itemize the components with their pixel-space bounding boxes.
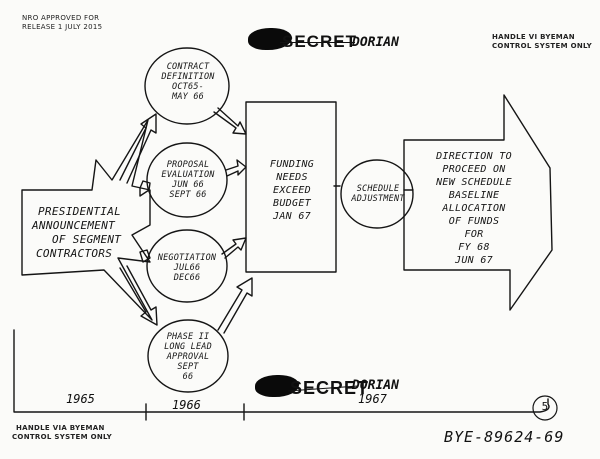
negotiation-line-2: JUL66 xyxy=(173,263,201,273)
contract-line-3: OCT65- xyxy=(172,82,204,92)
direction-arrow xyxy=(403,94,553,311)
direction-line-5: ALLOCATION xyxy=(442,203,506,214)
nro-approval-line2: RELEASE 1 JULY 2015 xyxy=(22,23,103,31)
arrow-negotiation-to-funding xyxy=(221,237,247,259)
negotiation-line-3: DEC66 xyxy=(173,273,201,283)
presidential-label-2: ANNOUNCEMENT xyxy=(32,219,116,232)
phase-ii-circle xyxy=(147,319,229,393)
contract-line-2: DEFINITION xyxy=(161,72,215,82)
phase-line-5: 66 xyxy=(182,372,194,382)
proposal-evaluation-label: PROPOSAL EVALUATION JUN 66 SEPT 66 xyxy=(150,160,226,200)
direction-line-3: NEW SCHEDULE xyxy=(436,177,512,188)
presidential-starburst xyxy=(21,119,153,321)
presidential-label-1: PRESIDENTIAL xyxy=(38,205,122,218)
phase-ii-label: PHASE II LONG LEAD APPROVAL SEPT 66 xyxy=(150,332,226,382)
direction-line-2: PROCEED ON xyxy=(442,164,506,175)
arrow-proposal-to-funding xyxy=(225,159,247,177)
schedule-line-2: ADJUSTMENT xyxy=(351,194,405,204)
codeword-top: DORIAN xyxy=(352,35,399,50)
funding-line-3: EXCEED xyxy=(273,185,311,196)
arrow-to-contract xyxy=(119,113,157,184)
funding-line-1: FUNDING xyxy=(269,159,315,170)
contract-line-4: MAY 66 xyxy=(172,92,204,102)
page-number-circle xyxy=(532,395,558,421)
schedule-line-1: SCHEDULE xyxy=(356,184,400,194)
arrow-phase-to-funding xyxy=(217,277,253,334)
negotiation-label: NEGOTIATION JUL66 DEC66 xyxy=(148,253,226,283)
proposal-line-4: SEPT 66 xyxy=(169,190,207,200)
nro-approval-line1: NRO APPROVED FOR xyxy=(22,14,100,22)
redaction-top xyxy=(248,28,292,50)
contract-definition-circle xyxy=(144,47,230,125)
arrow-to-negotiation xyxy=(139,249,151,263)
presidential-label-4: CONTRACTORS xyxy=(36,247,113,260)
negotiation-circle xyxy=(146,229,228,303)
classification-top-strike xyxy=(280,42,355,43)
funding-line-5: JAN 67 xyxy=(273,211,311,222)
funding-line-4: BUDGET xyxy=(273,198,311,209)
classification-bottom: SECRET xyxy=(290,378,370,398)
funding-box xyxy=(245,101,337,273)
direction-label: DIRECTION TO PROCEED ON NEW SCHEDULE BAS… xyxy=(418,150,530,267)
presidential-label-3: OF SEGMENT xyxy=(52,233,122,246)
year-1966: 1966 xyxy=(172,398,201,412)
year-1965: 1965 xyxy=(66,392,95,406)
schedule-label: SCHEDULE ADJUSTMENT xyxy=(340,184,416,204)
contract-line-1: CONTRACT xyxy=(166,62,210,72)
direction-line-1: DIRECTION TO xyxy=(436,151,512,162)
direction-line-8: FY 68 xyxy=(458,242,490,253)
direction-line-7: FOR xyxy=(464,229,484,240)
direction-line-9: JUN 67 xyxy=(455,255,493,266)
handle-via-header-line1: HANDLE VI BYEMAN xyxy=(492,33,575,41)
codeword-bottom: DORIAN xyxy=(352,378,399,393)
direction-line-6: OF FUNDS xyxy=(448,216,500,227)
handle-via-footer-line2: CONTROL SYSTEM ONLY xyxy=(12,433,113,441)
phase-line-2: LONG LEAD xyxy=(164,342,212,352)
arrow-contract-to-funding xyxy=(213,107,247,135)
arrow-to-proposal xyxy=(139,180,151,197)
timeline-line xyxy=(13,329,550,413)
document-id: BYE-89624-69 xyxy=(444,428,565,446)
direction-line-4: BASELINE xyxy=(448,190,500,201)
proposal-evaluation-circle xyxy=(146,142,228,218)
proposal-line-3: JUN 66 xyxy=(172,180,204,190)
arrow-to-phase xyxy=(119,265,158,326)
handle-via-footer-line1: HANDLE VIA BYEMAN xyxy=(16,424,105,432)
handle-via-header-line2: CONTROL SYSTEM ONLY xyxy=(492,42,593,50)
redaction-bottom xyxy=(255,375,299,397)
classification-top: SECRET xyxy=(282,32,357,51)
phase-line-3: APPROVAL xyxy=(166,352,210,362)
phase-line-1: PHASE II xyxy=(166,332,210,342)
page-number: 5 xyxy=(541,400,549,413)
year-1967: 1967 xyxy=(358,392,387,406)
proposal-line-2: EVALUATION xyxy=(161,170,215,180)
schedule-circle xyxy=(340,159,414,229)
funding-line-2: NEEDS xyxy=(276,172,308,183)
negotiation-line-1: NEGOTIATION xyxy=(157,253,217,263)
phase-line-4: SEPT xyxy=(177,362,199,372)
contract-definition-label: CONTRACT DEFINITION OCT65- MAY 66 xyxy=(150,62,226,102)
funding-label: FUNDING NEEDS EXCEED BUDGET JAN 67 xyxy=(254,158,330,223)
proposal-line-1: PROPOSAL xyxy=(166,160,210,170)
